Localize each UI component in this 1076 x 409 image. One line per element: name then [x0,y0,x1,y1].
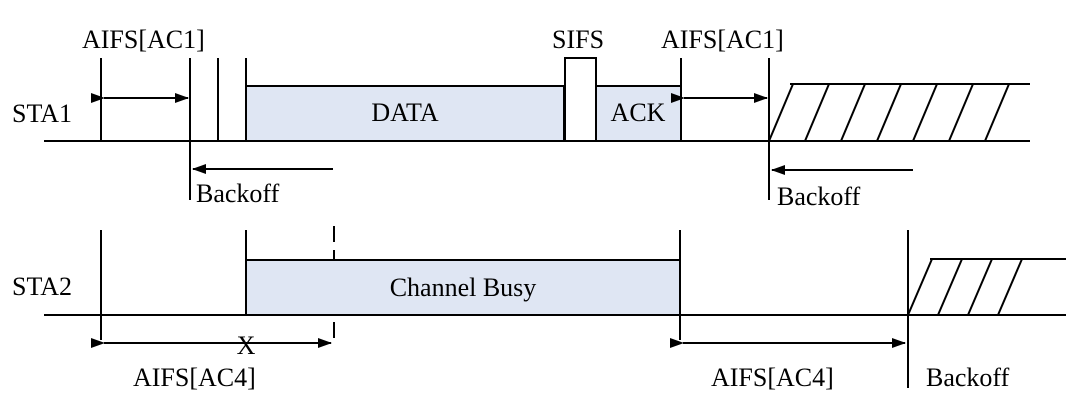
sta1-aifs-right-label: AIFS[AC1] [661,25,784,54]
sta1-backoff-right-label: Backoff [777,182,861,211]
sta1-label: STA1 [12,99,72,128]
sta2-label: STA2 [12,272,72,301]
sta1-data-label: DATA [371,98,438,127]
sta1-backoff-left-label: Backoff [196,179,280,208]
sta1-ack-label: ACK [611,98,666,127]
sta1-sifs-gap [564,57,597,142]
sta2-collision-mark: X [237,331,256,360]
sta2-contention-hatch [907,258,1066,316]
sta1-contention-hatch [768,83,1030,142]
sta2-channel-busy-label: Channel Busy [390,273,537,302]
sta1-sifs-label: SIFS [552,25,604,54]
sta1-ack-frame [595,85,682,142]
sta1-aifs-left-label: AIFS[AC1] [82,25,205,54]
sta2-backoff-label: Backoff [926,363,1010,392]
sta1-data-frame [245,85,565,142]
sta2-aifs-left-label: AIFS[AC4] [133,363,256,392]
sta2-aifs-right-label: AIFS[AC4] [711,363,834,392]
sta2-channel-busy-frame [245,259,681,316]
